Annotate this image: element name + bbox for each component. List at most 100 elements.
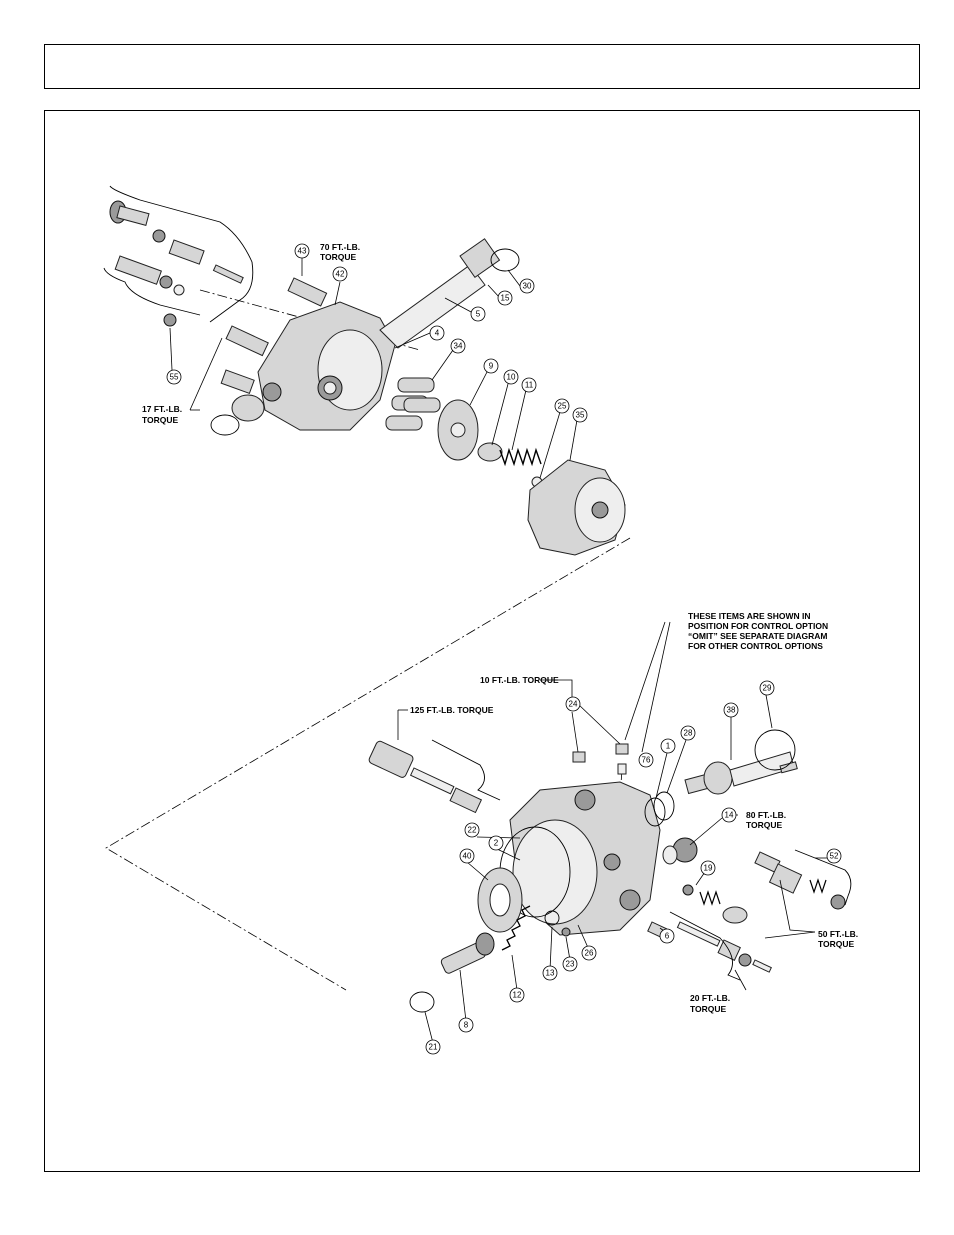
- svg-text:22: 22: [468, 826, 477, 835]
- header-box: [44, 44, 920, 89]
- callout-23: 23: [562, 956, 578, 972]
- svg-text:19: 19: [704, 864, 713, 873]
- shaft-5: [379, 238, 501, 349]
- svg-text:23: 23: [566, 960, 575, 969]
- callout-30: 30: [519, 278, 535, 294]
- orifice-76: [617, 763, 627, 775]
- callout-52: 52: [826, 848, 842, 864]
- bushing-left: [231, 394, 265, 422]
- svg-text:6: 6: [665, 932, 670, 941]
- main-pump-housing: [499, 781, 661, 936]
- compensator-spring-19: [682, 884, 748, 924]
- callout-76: 76: [638, 752, 654, 768]
- svg-text:28: 28: [684, 729, 693, 738]
- svg-text:TORQUE: TORQUE: [746, 820, 783, 830]
- torque-label-80: 80 FT.-LB. TORQUE: [746, 810, 786, 830]
- svg-text:50 FT.-LB.: 50 FT.-LB.: [818, 929, 858, 939]
- diagram-frame: [44, 110, 920, 1172]
- callout-13: 13: [542, 965, 558, 981]
- plug-24-right: [615, 743, 629, 755]
- callout-35: 35: [572, 407, 588, 423]
- o-ring-1: [644, 797, 666, 827]
- relief-valve-assembly: [368, 740, 483, 814]
- svg-text:15: 15: [501, 294, 510, 303]
- gasket-40: [477, 867, 523, 933]
- callout-8: 8: [458, 1017, 474, 1033]
- snap-ring-29: [754, 729, 796, 771]
- cap-screw-43: [287, 277, 328, 307]
- bracket-relief: [431, 739, 501, 801]
- svg-text:1: 1: [666, 742, 671, 751]
- spring-11: [499, 447, 542, 467]
- callout-40: 40: [459, 848, 475, 864]
- callout-24: 24: [565, 696, 581, 712]
- plug-23: [561, 927, 571, 937]
- torque-label-125: 125 FT.-LB. TORQUE: [410, 705, 494, 715]
- pivot-10: [477, 442, 503, 462]
- pin-top: [212, 264, 244, 284]
- svg-text:70 FT.-LB.: 70 FT.-LB.: [320, 242, 360, 252]
- callout-25: 25: [554, 398, 570, 414]
- svg-text:26: 26: [585, 949, 594, 958]
- svg-text:25: 25: [558, 402, 567, 411]
- torque-label-10: 10 FT.-LB. TORQUE: [480, 675, 559, 685]
- svg-text:2: 2: [494, 839, 499, 848]
- svg-text:80 FT.-LB.: 80 FT.-LB.: [746, 810, 786, 820]
- svg-text:THESE ITEMS ARE SHOWN IN: THESE ITEMS ARE SHOWN IN: [688, 611, 810, 621]
- callout-5: 5: [470, 306, 486, 322]
- svg-text:5: 5: [476, 310, 481, 319]
- cap-screw-b: [220, 369, 255, 395]
- callout-55: 55: [166, 369, 182, 385]
- callout-38: 38: [723, 702, 739, 718]
- callout-29: 29: [759, 680, 775, 696]
- callout-11: 11: [521, 377, 537, 393]
- callout-6: 6: [659, 928, 675, 944]
- callout-15: 15: [497, 290, 513, 306]
- svg-text:10: 10: [507, 373, 516, 382]
- retaining-ring-28: [653, 791, 675, 821]
- fitting-top: [168, 239, 205, 265]
- svg-text:TORQUE: TORQUE: [818, 939, 855, 949]
- callout-34: 34: [450, 338, 466, 354]
- plug-24-left: [572, 751, 586, 763]
- callout-2: 2: [488, 835, 504, 851]
- svg-text:43: 43: [298, 247, 307, 256]
- set-screw: [114, 255, 162, 285]
- svg-text:21: 21: [429, 1043, 438, 1052]
- pistons-34: [385, 377, 441, 431]
- svg-text:76: 76: [642, 756, 651, 765]
- svg-text:30: 30: [523, 282, 532, 291]
- callout-1: 1: [660, 738, 676, 754]
- svg-text:14: 14: [725, 811, 734, 820]
- callout-19: 19: [700, 860, 716, 876]
- o-ring-left: [210, 414, 240, 436]
- cap-screw-a: [225, 325, 269, 357]
- svg-text:TORQUE: TORQUE: [142, 415, 179, 425]
- torque-label-20: 20 FT.-LB. TORQUE: [690, 993, 730, 1014]
- torque-label-50: 50 FT.-LB. TORQUE: [818, 929, 858, 949]
- svg-text:POSITION FOR CONTROL OPTION: POSITION FOR CONTROL OPTION: [688, 621, 828, 631]
- nut-mid: [159, 275, 173, 289]
- svg-text:24: 24: [569, 700, 578, 709]
- bracket-upper-left-2: [103, 267, 201, 316]
- port-plate-housing: [257, 301, 396, 431]
- svg-text:34: 34: [454, 342, 463, 351]
- callout-21: 21: [425, 1039, 441, 1055]
- control-option-note: THESE ITEMS ARE SHOWN IN POSITION FOR CO…: [688, 611, 828, 651]
- assembly-guide-line: [105, 537, 631, 991]
- compensator-valve-52: [754, 851, 846, 910]
- svg-text:52: 52: [830, 852, 839, 861]
- callout-9: 9: [483, 358, 499, 374]
- plug-14: [662, 837, 698, 865]
- callout-43: 43: [294, 243, 310, 259]
- bracket-upper-left: [109, 185, 254, 323]
- callout-14: 14: [721, 807, 737, 823]
- svg-text:13: 13: [546, 969, 555, 978]
- svg-text:9: 9: [489, 362, 494, 371]
- svg-text:TORQUE: TORQUE: [690, 1004, 727, 1014]
- callout-26: 26: [581, 945, 597, 961]
- bracket-compensator: [794, 849, 852, 906]
- svg-text:40: 40: [463, 852, 472, 861]
- svg-text:38: 38: [727, 706, 736, 715]
- svg-text:4: 4: [435, 329, 440, 338]
